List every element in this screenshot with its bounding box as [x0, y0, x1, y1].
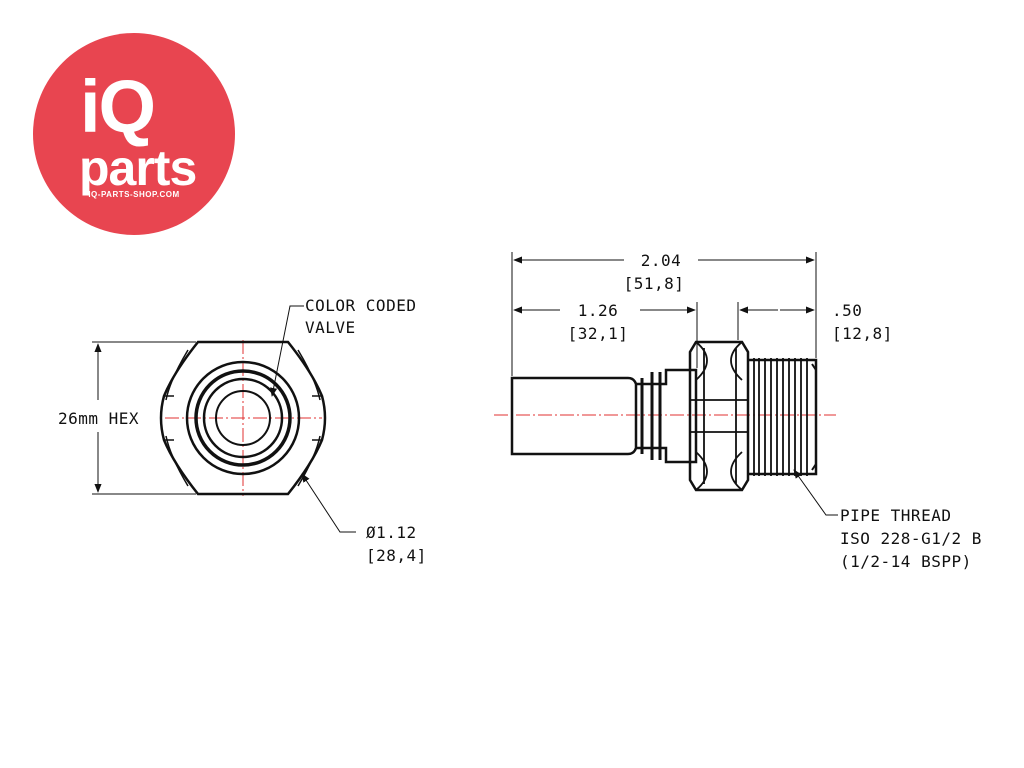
valve-label-line1: COLOR CODED: [305, 296, 416, 315]
logo-circle: [33, 33, 235, 235]
hex-nut: [688, 340, 750, 492]
logo-url-text: IQ-PARTS-SHOP.COM: [88, 190, 179, 199]
hex-size-label: 26mm HEX: [58, 409, 139, 428]
diameter-leader-line: [301, 473, 356, 533]
valve-ring: [215, 390, 271, 446]
thread-label-line1: PIPE THREAD: [840, 506, 951, 525]
thread-label-line3: (1/2-14 BSPP): [840, 552, 972, 571]
thread-chamfer: [811, 363, 817, 471]
valve-leader-line: [270, 305, 304, 397]
thread-pitch-lines: [753, 358, 808, 476]
thread-label-line2: ISO 228-G1/2 B: [840, 529, 982, 548]
middle-ring: [194, 369, 292, 467]
hex-nut-facets: [690, 341, 748, 491]
front-view-dimensions: [92, 305, 356, 533]
inner-ring: [202, 377, 284, 459]
collar: [636, 368, 698, 464]
iq-parts-logo: iQ parts IQ-PARTS-SHOP.COM: [33, 33, 235, 235]
outer-ring: [185, 360, 301, 476]
thread-length-inch: .50: [832, 301, 862, 320]
diameter-inch-label: Ø1.12: [366, 523, 417, 542]
logo-parts-text: parts: [79, 140, 196, 196]
stem-length-inch: 1.26: [578, 301, 619, 320]
thread-leader-line: [793, 469, 838, 516]
thread-length-mm: [12,8]: [832, 324, 893, 343]
overall-length-inch: 2.04: [641, 251, 682, 270]
hex-flat-lines: [164, 349, 322, 487]
diameter-mm-label: [28,4]: [366, 546, 427, 565]
overall-length-mm: [51,8]: [624, 274, 685, 293]
valve-label-line2: VALVE: [305, 318, 356, 337]
stem-grooves: [640, 372, 662, 460]
side-view: [494, 340, 836, 492]
stem-body: [510, 376, 638, 456]
front-view: [159, 340, 327, 496]
side-view-dimensions: [511, 252, 838, 516]
stem-length-mm: [32,1]: [568, 324, 629, 343]
logo-iq-text: iQ: [80, 65, 154, 148]
